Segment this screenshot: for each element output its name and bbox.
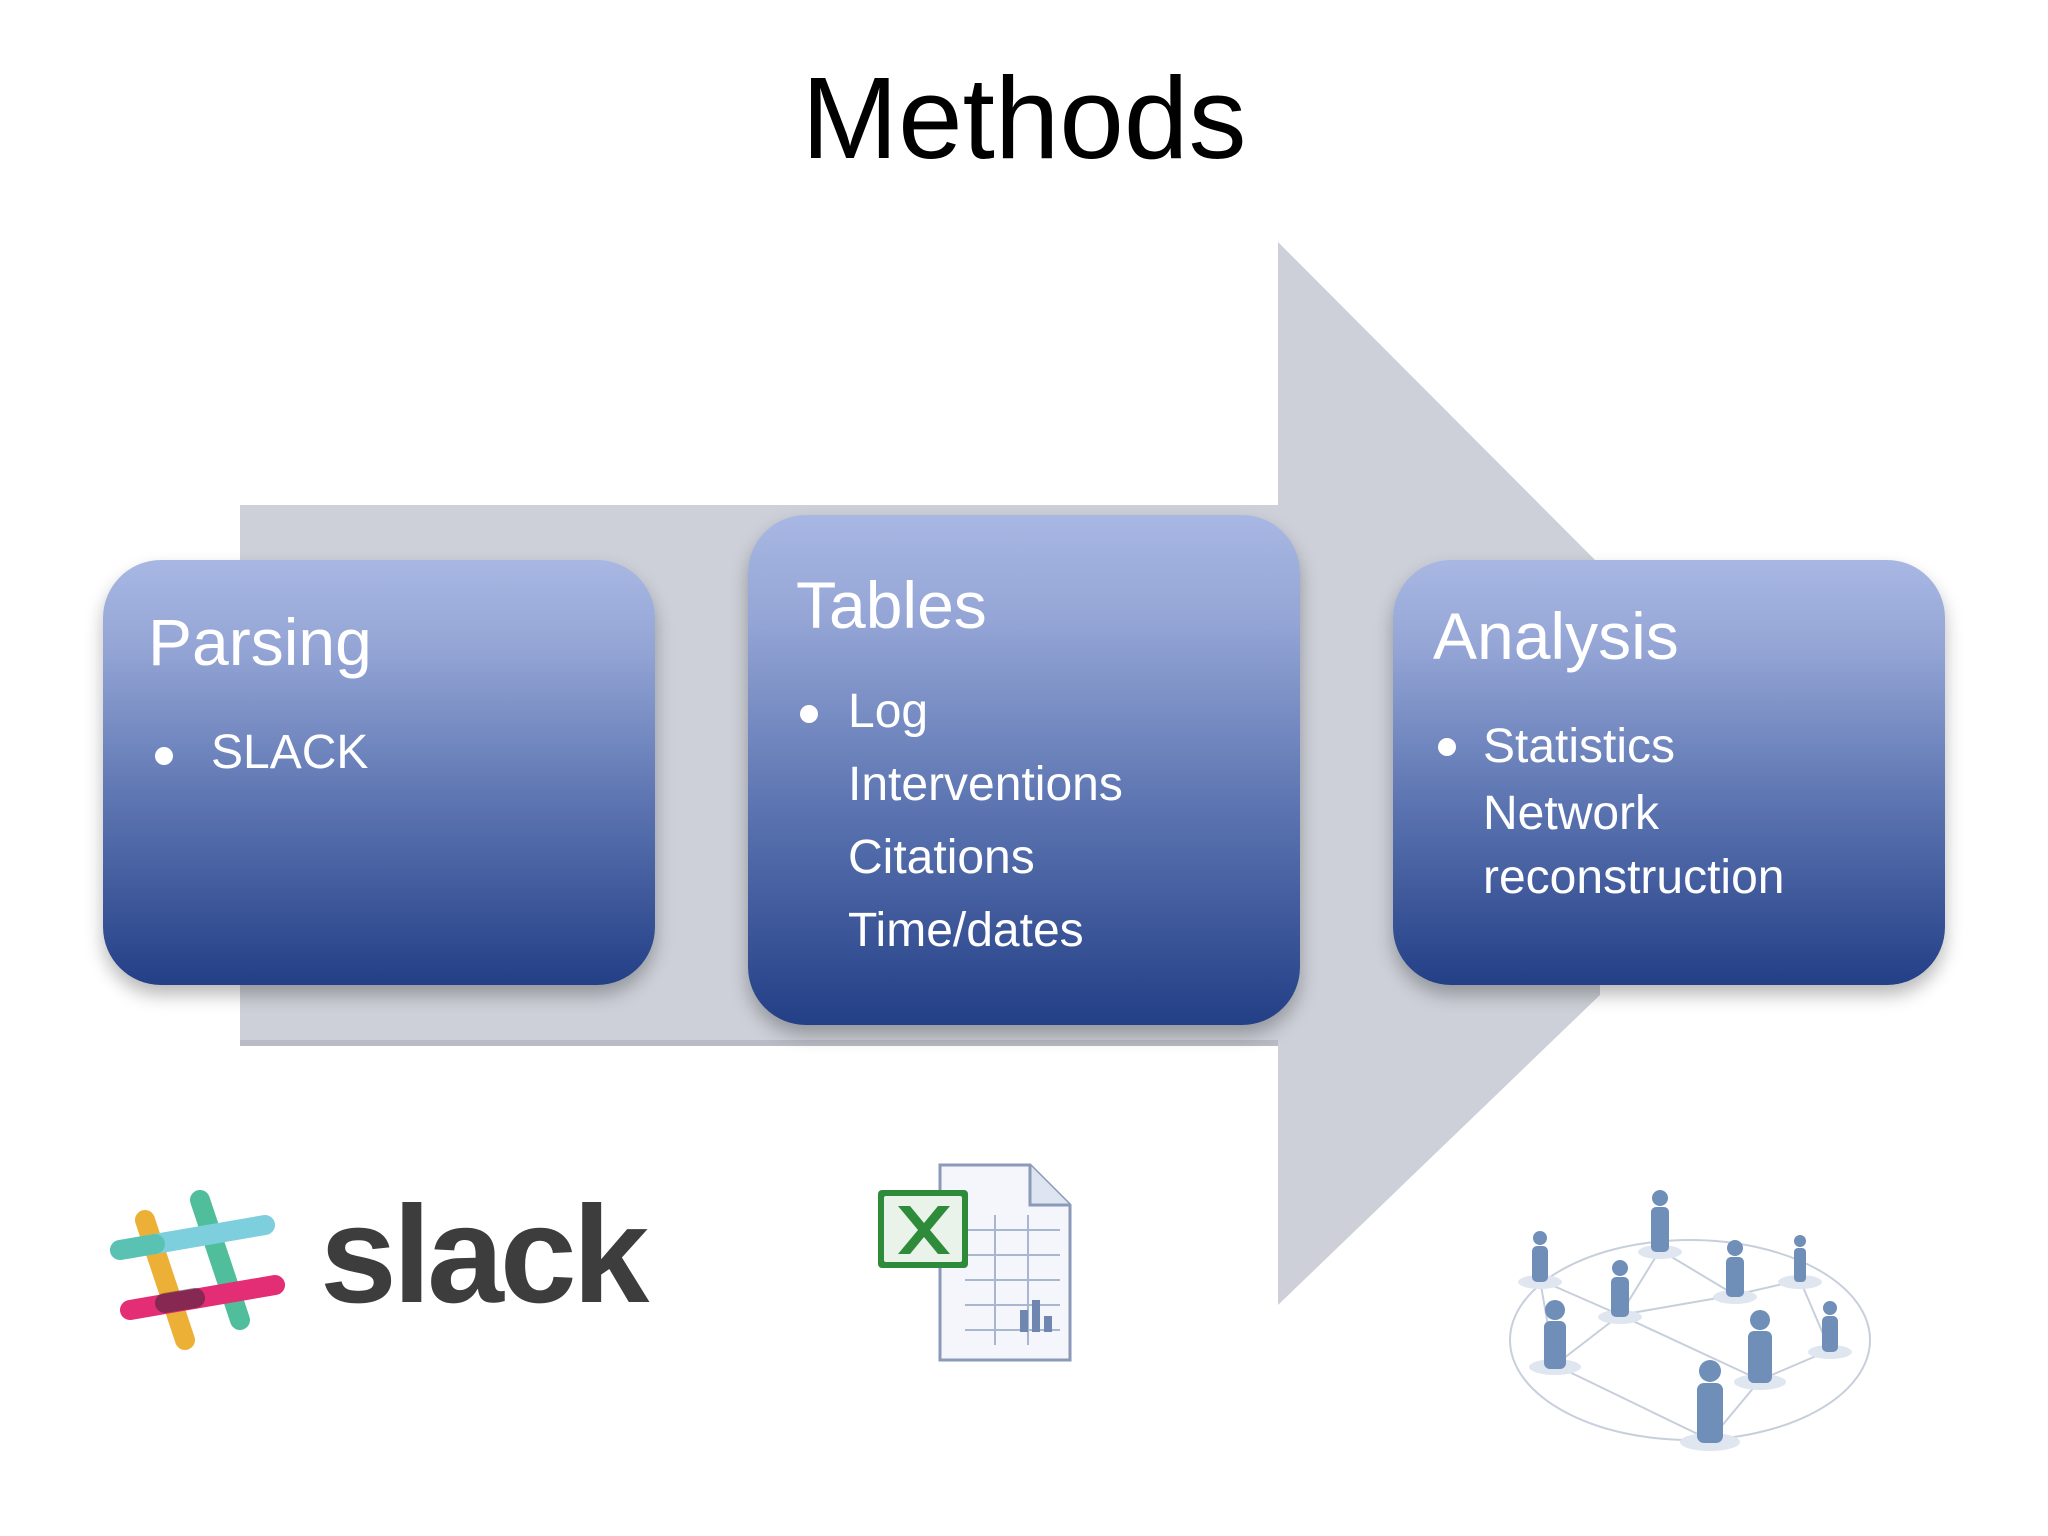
bullet-list-analysis: Statistics Network reconstruction bbox=[1483, 712, 1784, 910]
bullet-dot bbox=[800, 705, 818, 723]
bullet-item: Log bbox=[848, 685, 929, 738]
people-network-icon bbox=[1509, 1190, 1871, 1451]
step-card-tables: Tables Log Interventions Citations Time/… bbox=[748, 515, 1300, 1025]
bullet-item-continued: reconstruction bbox=[1483, 851, 1785, 904]
bullet-list-parsing: SLACK bbox=[211, 716, 368, 789]
step-card-analysis: Analysis Statistics Network reconstructi… bbox=[1393, 560, 1945, 985]
step-card-parsing: Parsing SLACK bbox=[103, 560, 655, 985]
bullet-dot bbox=[155, 747, 173, 765]
slack-wordmark: slack bbox=[320, 1178, 649, 1332]
bullet-item-continued: Network bbox=[1483, 787, 1660, 840]
bullet-item: Statistics bbox=[1483, 720, 1676, 773]
step-title-tables: Tables bbox=[796, 568, 987, 642]
bullet-item-continued: Interventions bbox=[848, 758, 1123, 811]
bullet-item: SLACK bbox=[211, 726, 369, 779]
bullet-item-continued: Citations bbox=[848, 831, 1035, 884]
bullet-list-tables: Log Interventions Citations Time/dates bbox=[848, 675, 1123, 967]
step-title-analysis: Analysis bbox=[1433, 599, 1679, 673]
slide-title: Methods bbox=[801, 53, 1247, 183]
step-title-parsing: Parsing bbox=[148, 605, 372, 679]
slack-logo-icon bbox=[110, 1190, 285, 1350]
bullet-item-continued: Time/dates bbox=[848, 904, 1084, 957]
bullet-dot bbox=[1438, 738, 1456, 756]
excel-spreadsheet-icon bbox=[878, 1163, 1072, 1362]
